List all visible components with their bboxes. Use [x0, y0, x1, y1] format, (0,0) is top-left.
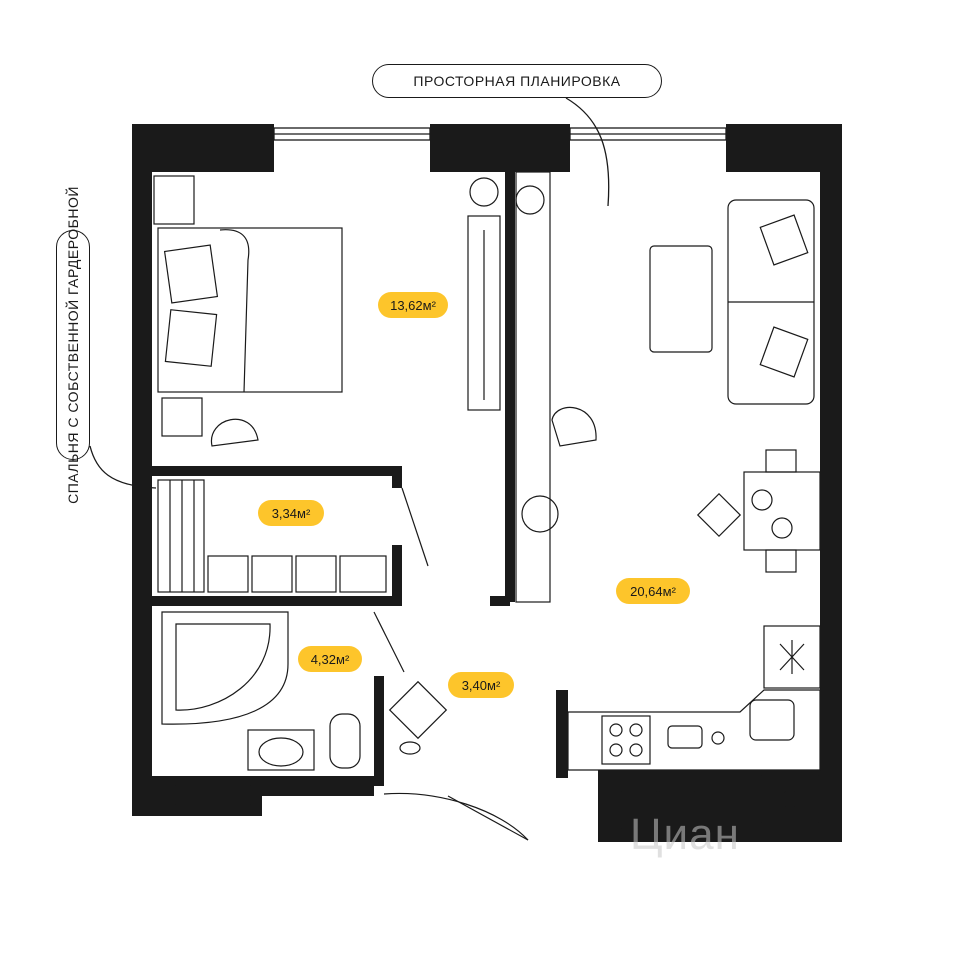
blanket-fold: [219, 229, 250, 393]
living-kitchen-area-badge: 20,64м²: [616, 578, 690, 604]
area-label: 3,34м²: [271, 505, 311, 521]
bedroom-wardrobe-callout: СПАЛЬНЯ С СОБСТВЕННОЙ ГАРДЕРОБНОЙ: [56, 186, 90, 504]
sink: [247, 729, 315, 771]
area-label: 3,40м²: [461, 677, 501, 693]
kitchen-furniture: [567, 625, 821, 829]
kitchen-sink: [749, 699, 795, 741]
wardrobe-area-badge: 3,34м²: [258, 500, 324, 526]
radiator: [175, 785, 251, 805]
microwave: [667, 725, 703, 749]
area-label: 4,32м²: [310, 651, 350, 667]
paint-palette-icon: [515, 185, 545, 215]
walls: [132, 124, 842, 842]
bed: [157, 227, 343, 393]
toilet: [329, 713, 361, 769]
cabinet: [659, 791, 695, 829]
living-furniture: [515, 171, 821, 603]
door-frame: [153, 175, 195, 225]
wardrobe-furniture: [157, 479, 429, 593]
leader-line: [89, 445, 157, 489]
desk-chair: [551, 406, 597, 447]
bathtub: [161, 611, 289, 725]
stove: [601, 715, 651, 765]
fire-icon: [781, 790, 799, 808]
area-label: 20,64м²: [630, 583, 676, 599]
pillow: [164, 309, 218, 367]
entry-door: [447, 795, 529, 841]
chair: [696, 492, 742, 538]
cushion: [759, 214, 809, 266]
windows: [273, 127, 727, 141]
pillow: [163, 244, 219, 304]
cabinet: [621, 791, 657, 829]
rug: [388, 680, 448, 740]
chair: [765, 449, 797, 473]
watermark: Циан: [630, 810, 740, 859]
cabinet: [207, 555, 249, 593]
tv-unit: [515, 171, 551, 603]
bedroom-area-badge: 13,62м²: [378, 292, 448, 318]
snowflake-icon: [779, 640, 805, 674]
leader-line: [565, 97, 610, 207]
door-swing: [373, 611, 405, 673]
door-swing: [401, 487, 429, 567]
callout-label: ПРОСТОРНАЯ ПЛАНИРОВКА: [413, 73, 621, 89]
bedroom-furniture: [153, 175, 501, 447]
cabinet: [339, 555, 387, 593]
shoe-shelf: [295, 555, 337, 593]
chair: [210, 418, 259, 447]
spacious-layout-callout: ПРОСТОРНАЯ ПЛАНИРОВКА: [372, 64, 662, 98]
bathroom-furniture: [161, 611, 405, 805]
boiler: [761, 775, 819, 823]
callout-label: СПАЛЬНЯ С СОБСТВЕННОЙ ГАРДЕРОБНОЙ: [65, 186, 81, 504]
slippers: [399, 741, 421, 755]
wardrobe-unit: [467, 215, 501, 411]
shelving: [157, 479, 205, 593]
counter: [567, 689, 821, 771]
coffee-table: [649, 245, 713, 353]
cushion: [759, 326, 809, 378]
cabinet: [251, 555, 293, 593]
bathroom-area-badge: 4,32м²: [298, 646, 362, 672]
plant-icon: [469, 177, 499, 207]
hallway-furniture: [383, 680, 529, 841]
plant-icon: [521, 495, 559, 533]
callout-lines: [89, 97, 610, 489]
chair: [765, 549, 797, 573]
nightstand: [161, 397, 203, 437]
fridge: [763, 625, 821, 689]
hallway-area-badge: 3,40м²: [448, 672, 514, 698]
area-label: 13,62м²: [390, 297, 436, 313]
